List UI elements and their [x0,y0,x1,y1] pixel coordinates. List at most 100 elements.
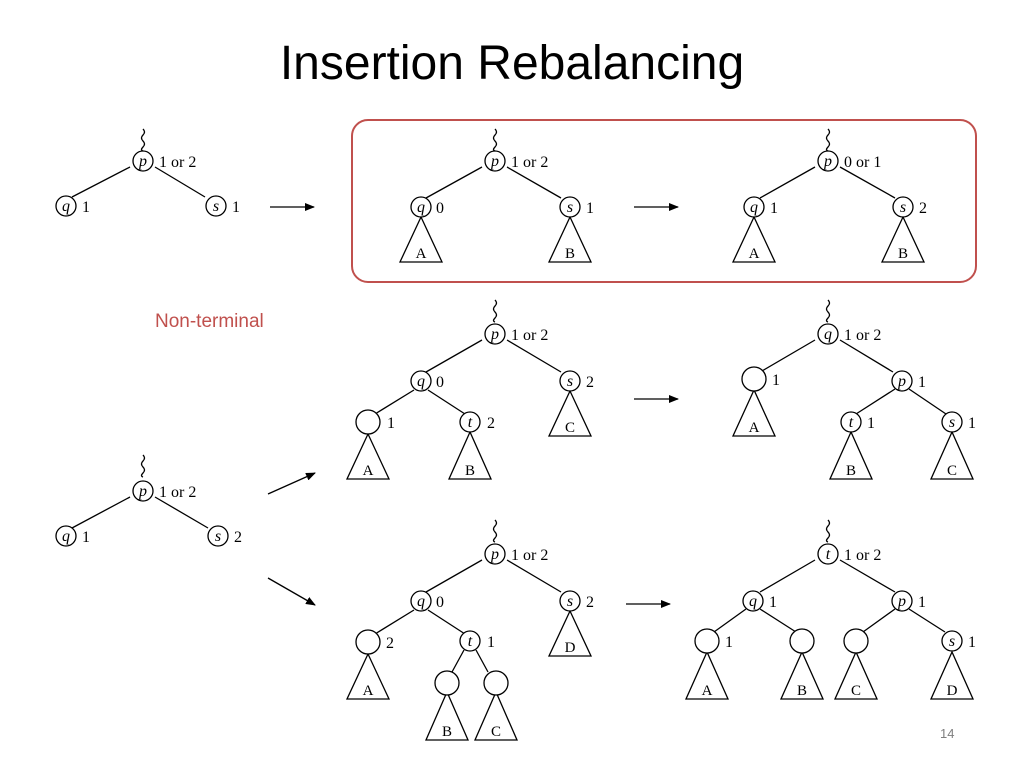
balance-factor-label: 1 [725,634,733,651]
tree-node-left [741,366,767,392]
tree-node-leaf [843,628,869,654]
node-label: s [567,593,573,610]
tree-node-t [459,630,481,652]
tree-node-s [205,195,227,217]
tree-node-t [459,411,481,433]
tree-edge [506,166,562,199]
tree-node-p [484,323,506,345]
node-label: q [750,199,758,216]
node-label: q [824,326,832,343]
subtree-label: C [947,463,957,479]
balance-factor-label: 2 [586,594,594,611]
arrow-to-double-rotation [267,577,316,606]
node-label: s [567,373,573,390]
subtree-a [398,215,444,263]
balance-factor-label: 1 [387,415,395,432]
tree-node-leaf [434,670,460,696]
node-label: s [949,633,955,650]
parent-link-squiggle [825,128,831,152]
node-label: p [490,326,499,343]
balance-factor-label: 2 [586,374,594,391]
tree-single-rotation-after: q 1 or 2 A 1 p 1 B t 1 C s 1 [731,299,976,480]
balance-factor-label: 1 [918,374,926,391]
balance-factor-label: 0 [436,374,444,391]
terminal-case-highlight-box [351,119,977,283]
node-label: p [823,153,832,170]
balance-factor-label: 1 or 2 [844,327,881,344]
subtree-b [547,215,593,263]
tree-node-p [484,150,506,172]
subtree-a [345,432,391,480]
parent-link-squiggle [492,519,498,543]
tree-double-rotation-after: t 1 or 2 q 1 p 1 A 1 B C D s 1 [684,519,976,700]
node-label: s [949,414,955,431]
tree-edge [759,559,816,593]
balance-factor-label: 1 [82,529,90,546]
arrow-to-single-rotation [267,472,316,495]
node-label: t [468,414,473,431]
tree-node-s [559,370,581,392]
subtree-c [474,690,518,741]
subtree-label: D [947,683,958,699]
slide-title: Insertion Rebalancing [279,37,745,90]
page-number: 14 [940,726,955,741]
node-label: t [849,414,854,431]
tree-edge [427,609,466,635]
subtree-label: B [797,683,807,699]
non-terminal-label: Non-terminal [155,311,264,332]
tree-edge [374,609,415,635]
node-label: s [213,198,219,215]
node-label: s [567,199,573,216]
tree-node-q [817,323,839,345]
tree-edge [713,608,747,633]
tree-edge [154,496,209,529]
balance-factor-label: 0 [436,200,444,217]
subtree-c [833,650,879,700]
tree-node-s [941,630,963,652]
tree-node-s [941,411,963,433]
subtree-b [828,430,874,480]
tree-edge [839,559,896,593]
node-label: q [417,373,425,390]
balance-factor-label: 1 [867,415,875,432]
subtree-a [731,215,777,263]
tree-node-left [694,628,720,654]
tree-node-p [891,370,913,392]
parent-link-squiggle [825,299,831,323]
node-label: p [490,546,499,563]
balance-factor-label: 2 [386,635,394,652]
subtree-label: B [565,246,575,262]
balance-factor-label: 1 [769,594,777,611]
node-label: p [897,593,906,610]
balance-factor-label: 1 [586,200,594,217]
balance-factor-label: 2 [234,529,242,546]
balance-factor-label: 2 [919,200,927,217]
subtree-label: B [442,724,452,740]
tree-node-p [132,150,154,172]
balance-factor-label: 1 [772,372,780,389]
subtree-label: A [702,683,713,699]
tree-node-p [484,543,506,565]
balance-factor-label: 1 [770,200,778,217]
node-label: t [826,546,831,563]
tree-edge [451,649,465,673]
node-label: p [138,483,147,500]
tree-node-q [410,370,432,392]
subtree-a [345,652,391,700]
subtree-label: B [465,463,475,479]
node-label: p [490,153,499,170]
subtree-b [447,430,493,480]
balance-factor-label: 0 [436,594,444,611]
tree-node-s [559,196,581,218]
balance-factor-label: 1 [487,634,495,651]
tree-node-p [132,480,154,502]
tree-edge [425,339,483,373]
subtree-b [779,650,825,700]
node-label: s [900,199,906,216]
parent-link-squiggle [825,519,831,543]
tree-node-s [892,196,914,218]
tree-node-left [355,629,381,655]
tree-edge [374,389,415,415]
subtree-label: A [749,246,760,262]
